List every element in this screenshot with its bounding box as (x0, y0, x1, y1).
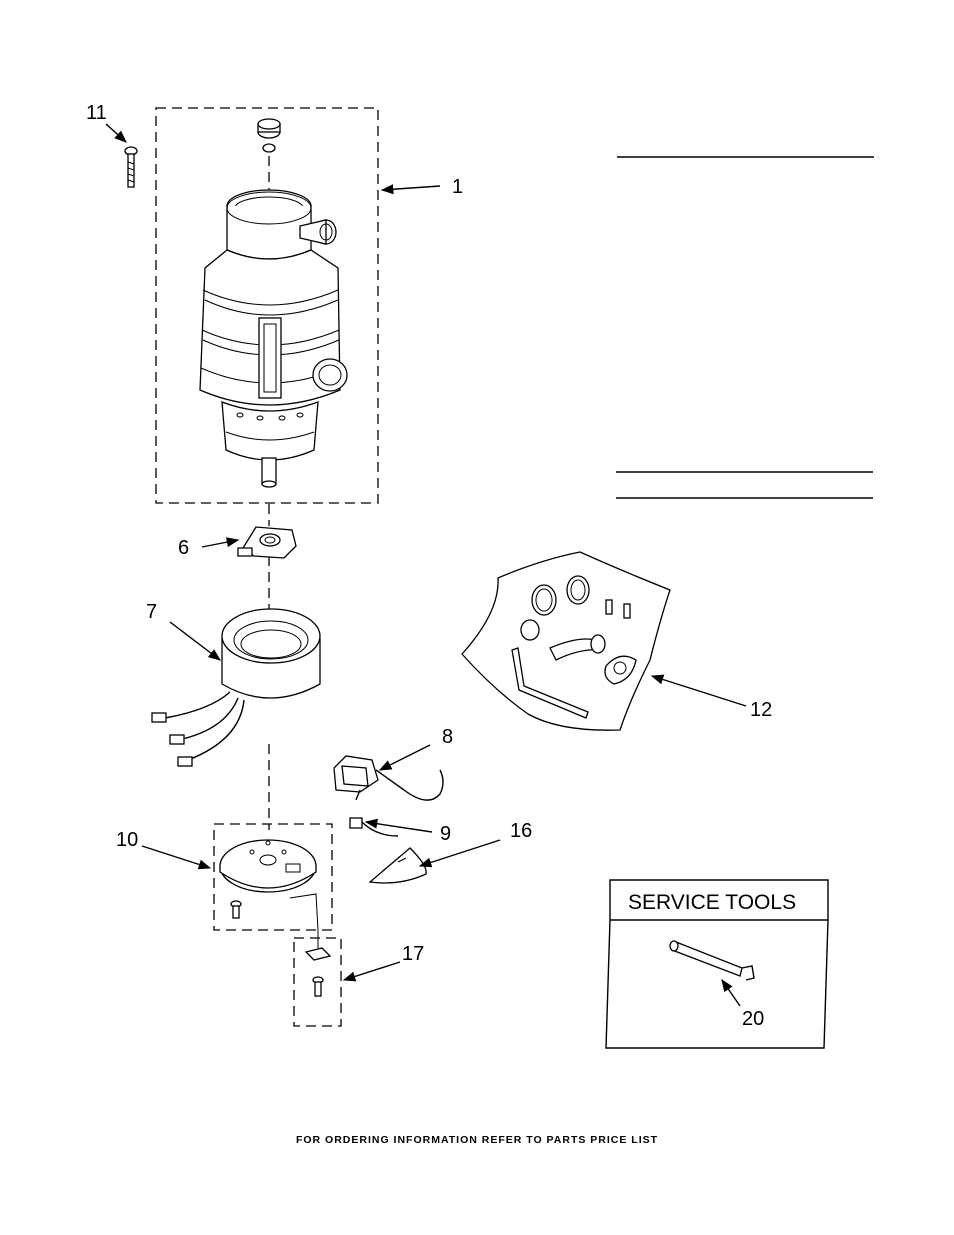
service-tools-box: SERVICE TOOLS 20 (605, 879, 829, 1049)
callout-8: 8 (442, 726, 453, 748)
switch-8 (333, 755, 444, 801)
callout-6: 6 (178, 537, 189, 559)
parts-bag-12 (461, 551, 671, 731)
disposer-body-assembly (155, 107, 379, 504)
connector-9 (349, 817, 399, 837)
screw-11 (124, 146, 138, 188)
callout-1: 1 (452, 176, 463, 198)
lug-6 (237, 526, 297, 559)
wrench-tool-20 (669, 940, 755, 981)
service-tools-title: SERVICE TOOLS (628, 891, 796, 914)
stator-7 (151, 608, 321, 767)
callout-20: 20 (742, 1008, 764, 1030)
callout-17: 17 (402, 943, 424, 965)
callout-7: 7 (146, 601, 157, 623)
stopper-cap (257, 118, 281, 153)
cover-plate-17 (293, 930, 342, 1027)
callout-10: 10 (116, 829, 138, 851)
callout-9: 9 (440, 823, 451, 845)
callout-12: 12 (750, 699, 772, 721)
bottom-plate-assembly-10 (213, 823, 333, 931)
callout-16: 16 (510, 820, 532, 842)
callout-11: 11 (86, 102, 107, 124)
disposer-housing (199, 189, 348, 488)
baffle-16 (368, 847, 427, 884)
ordering-footer: FOR ORDERING INFORMATION REFER TO PARTS … (295, 1134, 659, 1146)
